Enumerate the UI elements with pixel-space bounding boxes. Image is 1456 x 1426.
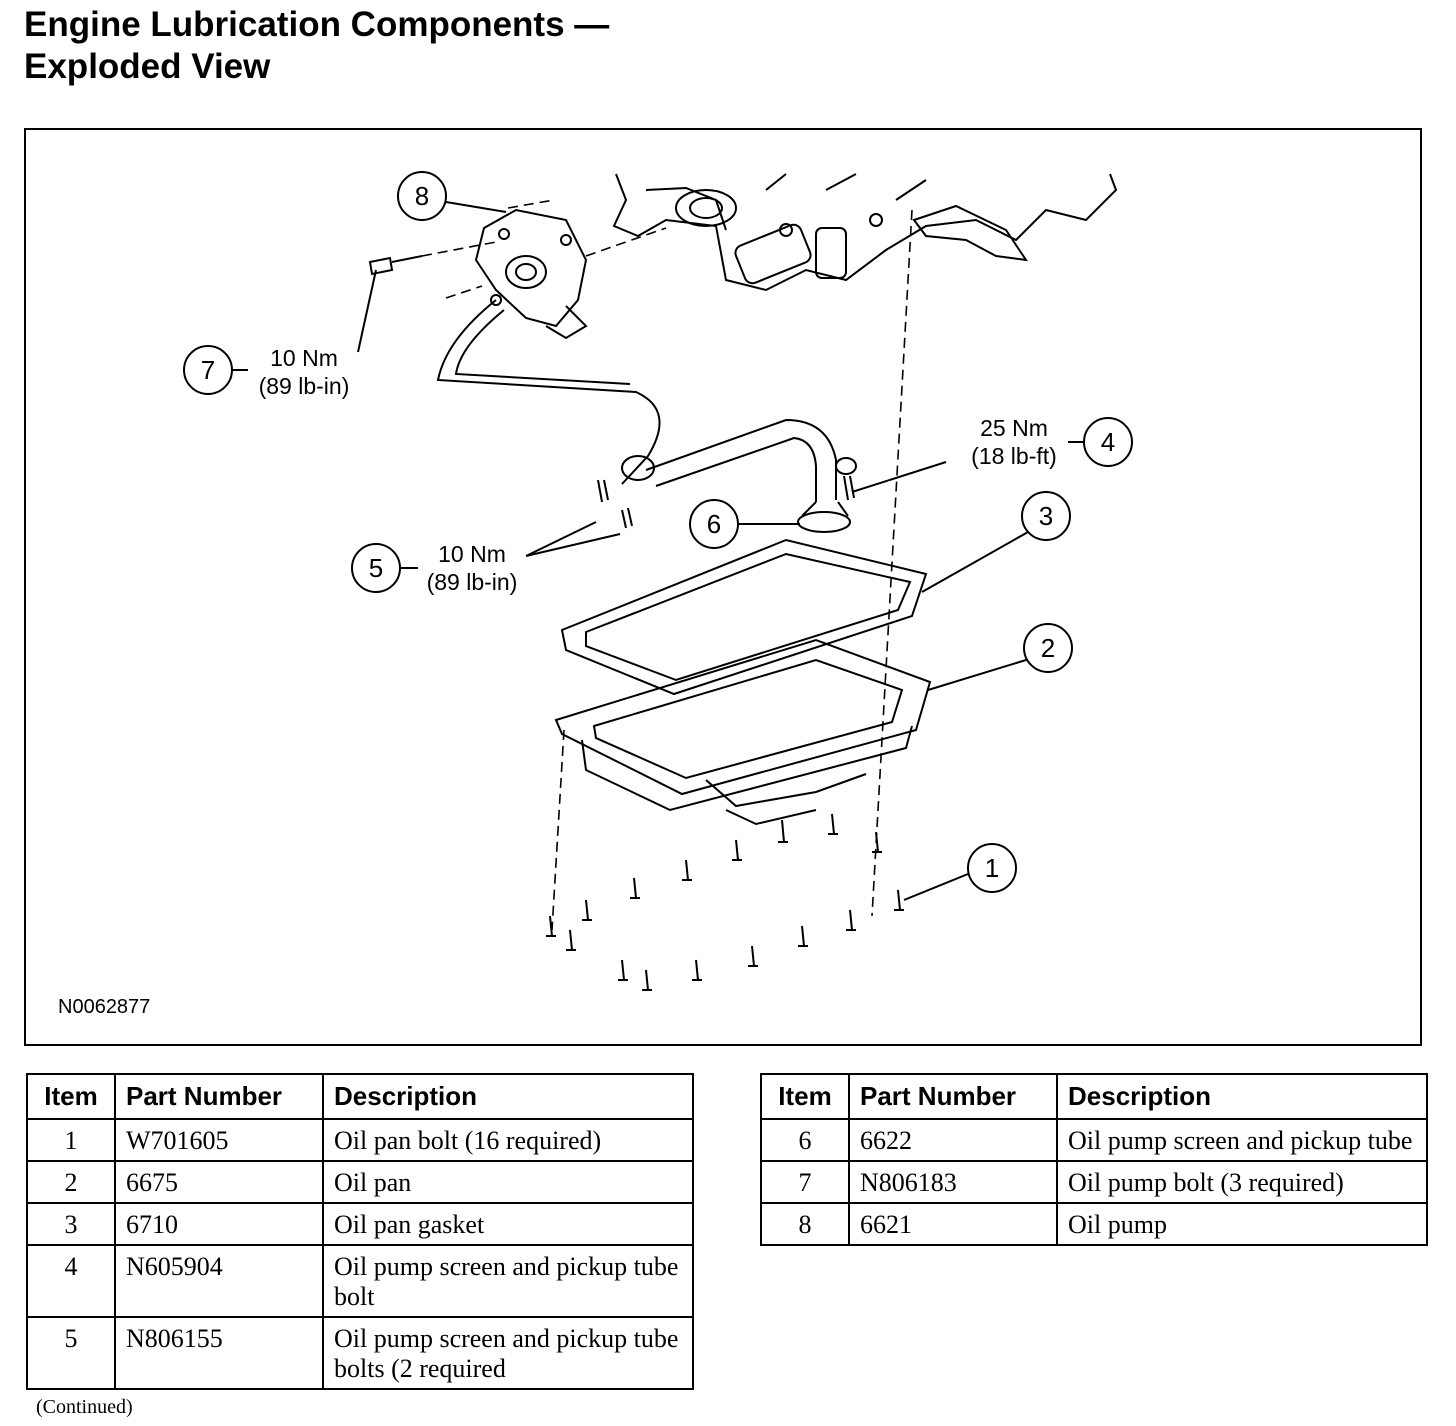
- header-part-number: Part Number: [114, 1073, 324, 1120]
- cell-part-number: N806183: [848, 1160, 1058, 1204]
- title-line-1: Engine Lubrication Components —: [24, 5, 610, 44]
- cell-item: 3: [26, 1202, 116, 1246]
- callout-number-7: 7: [201, 355, 215, 385]
- parts-table-left: Item Part Number Description 1 W701605 O…: [26, 1073, 694, 1390]
- table-row: 4 N605904 Oil pump screen and pickup tub…: [26, 1244, 694, 1318]
- table-row: 1 W701605 Oil pan bolt (16 required): [26, 1118, 694, 1162]
- cell-description: Oil pump screen and pickup tube bolts (2…: [322, 1316, 694, 1390]
- table-row: 8 6621 Oil pump: [760, 1202, 1428, 1246]
- callout-number-6: 6: [707, 509, 721, 539]
- table-row: 6 6622 Oil pump screen and pickup tube: [760, 1118, 1428, 1162]
- cell-part-number: 6710: [114, 1202, 324, 1246]
- table-row: 2 6675 Oil pan: [26, 1160, 694, 1204]
- header-part-number: Part Number: [848, 1073, 1058, 1120]
- engine-block: [612, 173, 1118, 292]
- pickup-tube-bolts: [597, 475, 855, 529]
- figure-id: N0062877: [58, 996, 151, 1018]
- pickup-tube: [436, 299, 857, 533]
- cell-description: Oil pump screen and pickup tube bolt: [322, 1244, 694, 1318]
- oil-pan-bolts: [546, 813, 904, 991]
- header-item: Item: [760, 1073, 850, 1120]
- torque-4-nm: 25 Nm: [980, 415, 1048, 441]
- oil-pan-gasket: [560, 538, 928, 696]
- cell-item: 1: [26, 1118, 116, 1162]
- torque-4-imp: (18 lb-ft): [971, 443, 1057, 469]
- header-description: Description: [1056, 1073, 1428, 1120]
- callout-circle-8: [397, 171, 447, 221]
- cell-description: Oil pan: [322, 1160, 694, 1204]
- torque-5-imp: (89 lb-in): [427, 569, 518, 595]
- cell-item: 4: [26, 1244, 116, 1318]
- callout-number-5: 5: [369, 553, 383, 583]
- callout-number-4: 4: [1101, 427, 1115, 457]
- cell-part-number: N605904: [114, 1244, 324, 1318]
- cell-part-number: 6675: [114, 1160, 324, 1204]
- torque-5-nm: 10 Nm: [438, 541, 506, 567]
- callout-number-1: 1: [985, 853, 999, 883]
- oil-pan: [554, 638, 932, 826]
- header-item: Item: [26, 1073, 116, 1120]
- cell-description: Oil pump: [1056, 1202, 1428, 1246]
- oil-pump: [474, 208, 588, 340]
- callout-number-2: 2: [1041, 633, 1055, 663]
- cell-item: 8: [760, 1202, 850, 1246]
- torque-7-nm: 10 Nm: [270, 345, 338, 371]
- callout-number-3: 3: [1039, 501, 1053, 531]
- oil-pump-bolt: [368, 255, 423, 276]
- parts-table-right: Item Part Number Description 6 6622 Oil …: [760, 1073, 1428, 1246]
- cell-part-number: N806155: [114, 1316, 324, 1390]
- table-row: 7 N806183 Oil pump bolt (3 required): [760, 1160, 1428, 1204]
- cell-description: Oil pan gasket: [322, 1202, 694, 1246]
- title-line-2: Exploded View: [24, 47, 271, 86]
- cell-item: 6: [760, 1118, 850, 1162]
- cell-item: 7: [760, 1160, 850, 1204]
- torque-7-imp: (89 lb-in): [259, 373, 350, 399]
- cell-description: Oil pan bolt (16 required): [322, 1118, 694, 1162]
- exploded-view-figure: 8 7 4 6 3 5 2 1 10 Nm (89 lb-in) 25 Nm (…: [24, 128, 1422, 1046]
- cell-item: 5: [26, 1316, 116, 1390]
- page-title: Engine Lubrication Components — Exploded…: [24, 4, 609, 88]
- table-header-row: Item Part Number Description: [760, 1073, 1428, 1120]
- table-row: 3 6710 Oil pan gasket: [26, 1202, 694, 1246]
- callout-circle-2: [1023, 623, 1073, 673]
- callout-circle-3: [1021, 491, 1071, 541]
- cell-description: Oil pump screen and pickup tube: [1056, 1118, 1428, 1162]
- table-header-row: Item Part Number Description: [26, 1073, 694, 1120]
- callout-number-8: 8: [415, 181, 429, 211]
- exploded-view-drawing: 8 7 4 6 3 5 2 1 10 Nm (89 lb-in) 25 Nm (…: [183, 171, 1133, 991]
- cell-part-number: 6622: [848, 1118, 1058, 1162]
- cell-description: Oil pump bolt (3 required): [1056, 1160, 1428, 1204]
- cell-part-number: 6621: [848, 1202, 1058, 1246]
- table-row: 5 N806155 Oil pump screen and pickup tub…: [26, 1316, 694, 1390]
- callout-circle-1: [967, 843, 1017, 893]
- cell-item: 2: [26, 1160, 116, 1204]
- header-description: Description: [322, 1073, 694, 1120]
- cell-part-number: W701605: [114, 1118, 324, 1162]
- continued-note: (Continued): [36, 1396, 133, 1418]
